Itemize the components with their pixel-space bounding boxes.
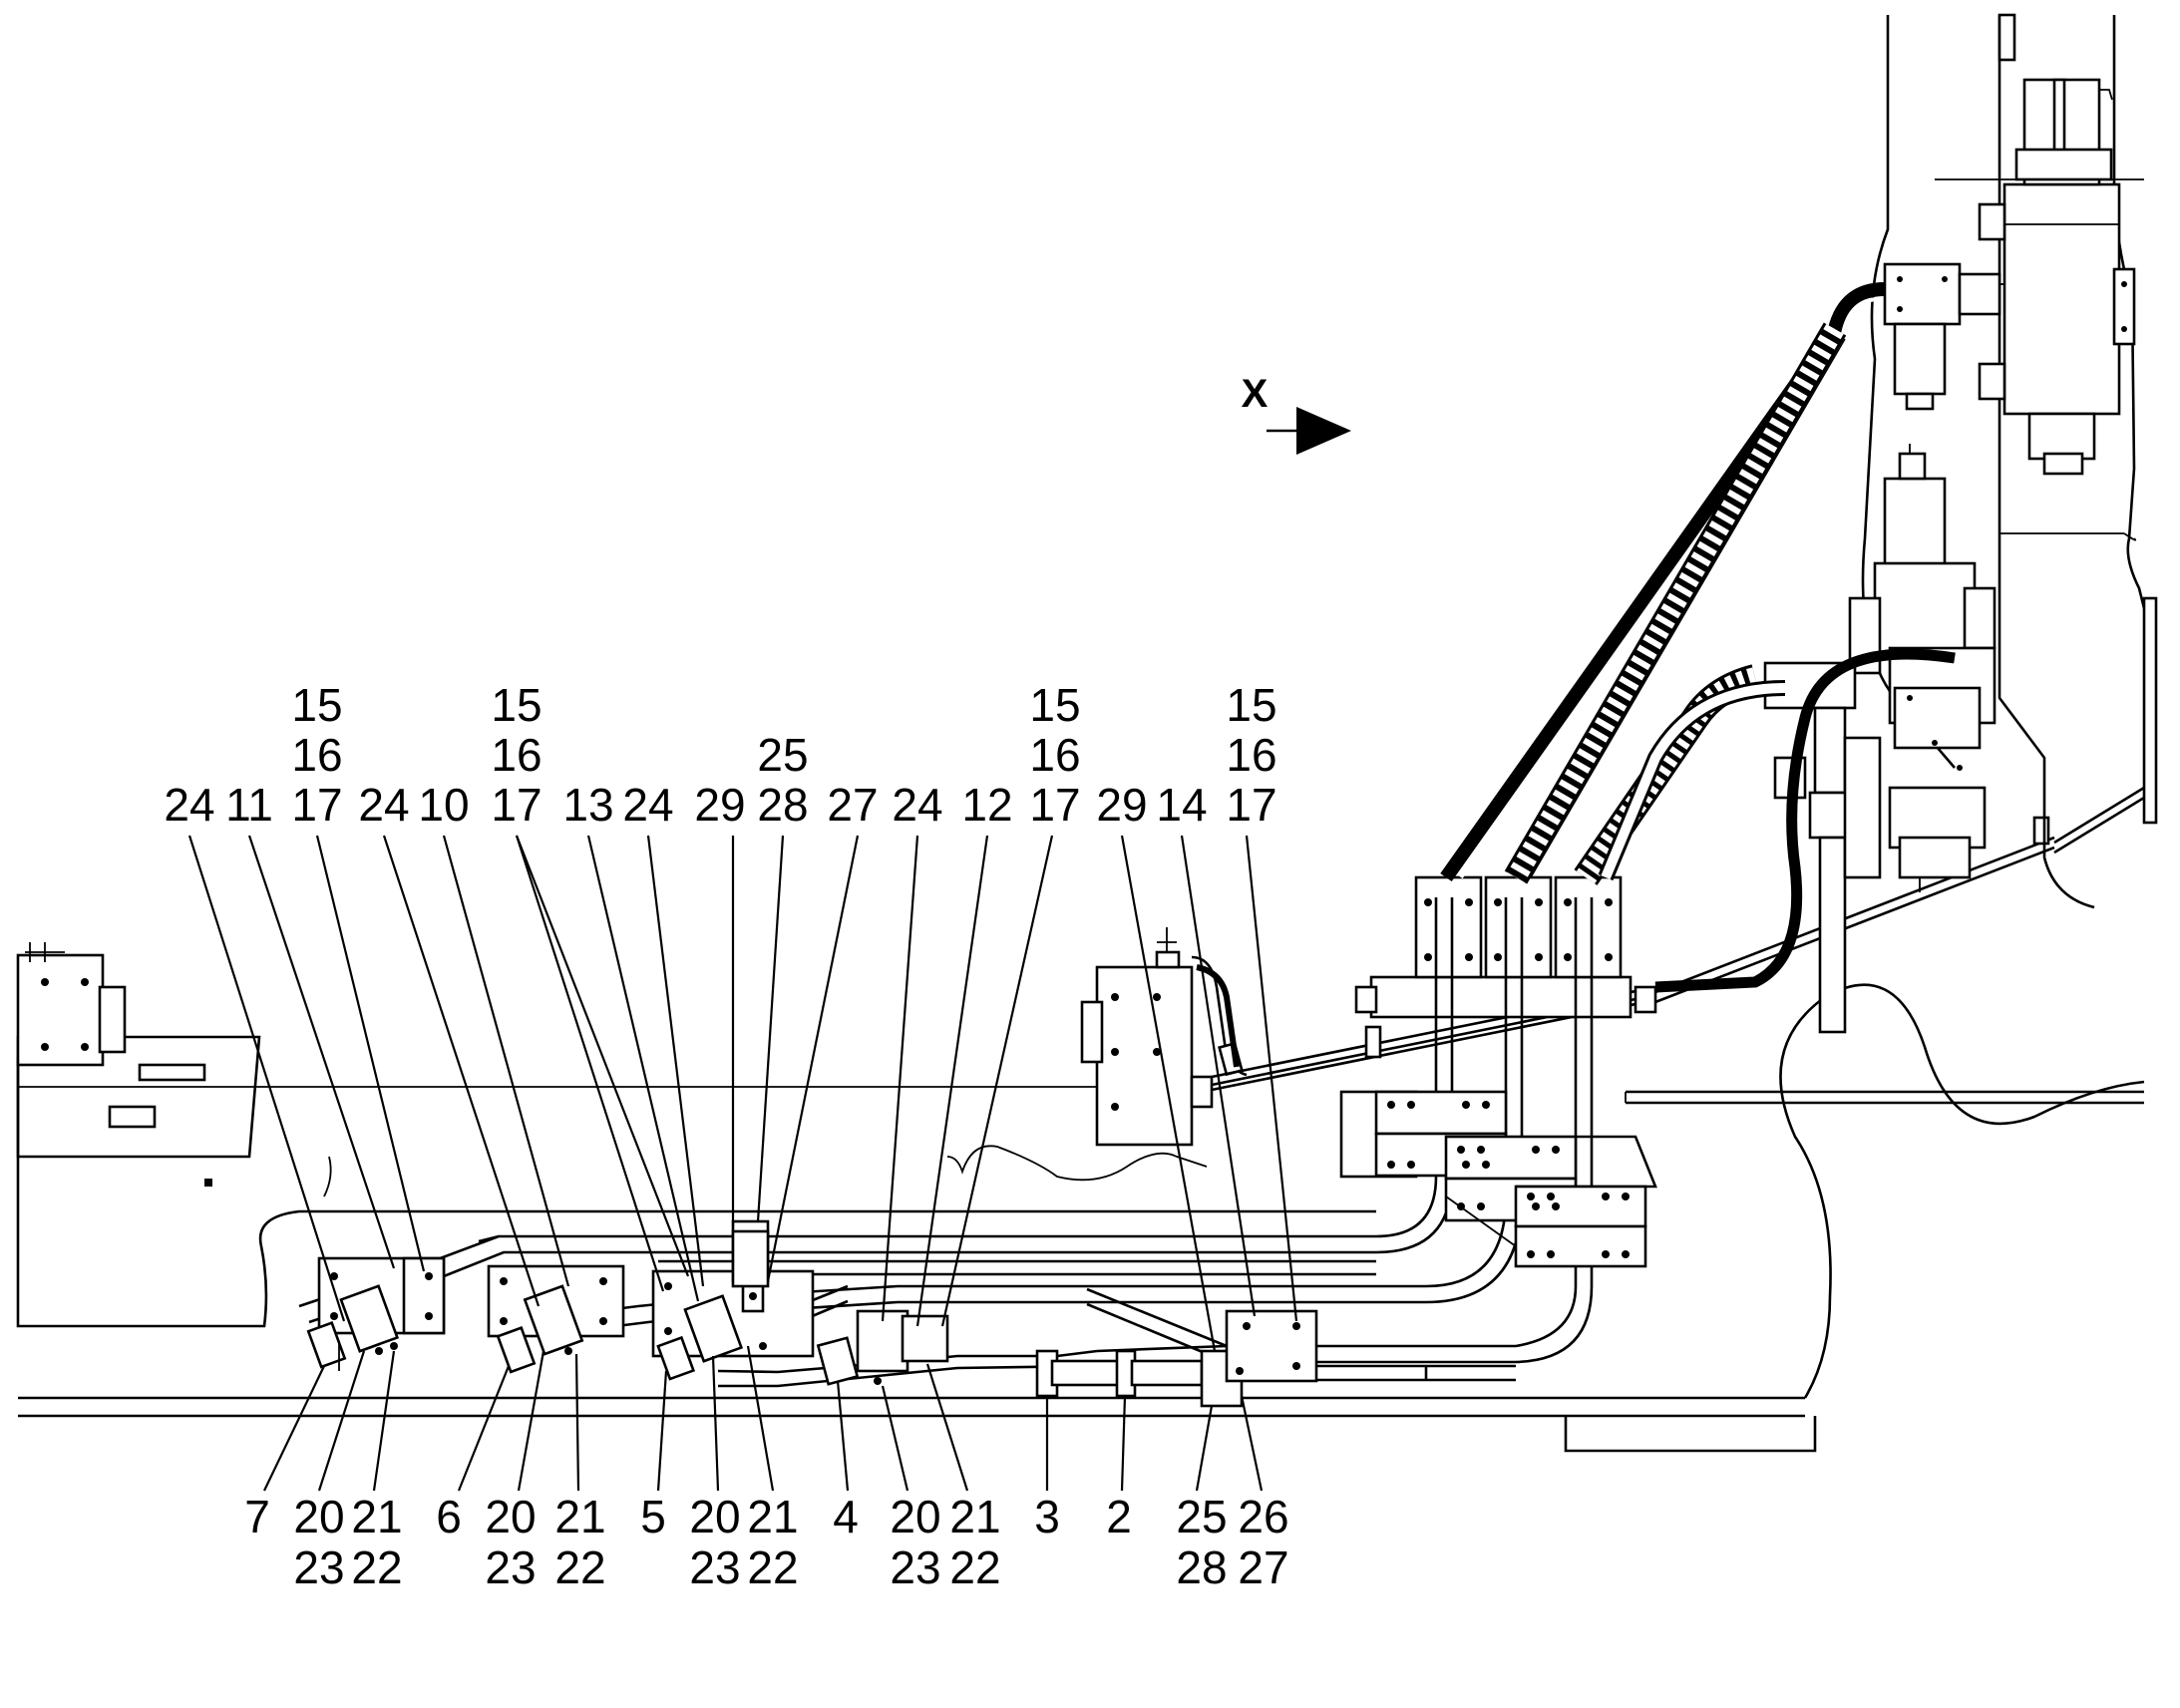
callout-15: 15: [291, 679, 342, 731]
callout-26: 26: [1238, 1491, 1288, 1542]
callout-14: 14: [1156, 779, 1207, 831]
callout-16: 16: [291, 729, 342, 781]
callout-21: 21: [554, 1491, 605, 1542]
pipe-clamps: [306, 1219, 1318, 1408]
callout-5: 5: [640, 1491, 666, 1542]
leader-lines: [187, 835, 1298, 1492]
callout-3: 3: [1034, 1491, 1060, 1542]
callout-21: 21: [747, 1491, 798, 1542]
callout-6: 6: [436, 1491, 462, 1542]
callout-23: 23: [293, 1541, 344, 1593]
arrow-right-icon: [1296, 407, 1351, 455]
callout-28: 28: [1176, 1541, 1227, 1593]
callout-10: 10: [418, 779, 469, 831]
callout-2: 2: [1106, 1491, 1132, 1542]
hoses: [1196, 282, 1956, 1068]
callout-20: 20: [485, 1491, 536, 1542]
callout-24: 24: [622, 779, 673, 831]
callout-20: 20: [689, 1491, 740, 1542]
callout-20: 20: [890, 1491, 940, 1542]
callout-16: 16: [491, 729, 542, 781]
callout-15: 15: [1029, 679, 1080, 731]
callout-29: 29: [694, 779, 745, 831]
callout-15: 15: [491, 679, 542, 731]
callout-11: 11: [225, 779, 273, 831]
direction-label: X: [1242, 372, 1269, 416]
callouts-top: 24 11 15 16 17 24 10 15 16 17 13 24 29 2…: [164, 679, 1276, 831]
callout-13: 13: [562, 779, 613, 831]
callout-29: 29: [1096, 779, 1147, 831]
callout-24: 24: [164, 779, 214, 831]
callout-23: 23: [689, 1541, 740, 1593]
callout-23: 23: [485, 1541, 536, 1593]
callout-22: 22: [554, 1541, 605, 1593]
callout-22: 22: [351, 1541, 402, 1593]
callouts-bottom: 7 20 23 21 22 6 20 23 21 22 5 20 23 21 2…: [244, 1491, 1288, 1593]
callout-27: 27: [827, 779, 878, 831]
callout-16: 16: [1226, 729, 1276, 781]
callout-17: 17: [1226, 779, 1276, 831]
callout-22: 22: [747, 1541, 798, 1593]
callout-22: 22: [949, 1541, 1000, 1593]
direction-marker: X: [1242, 372, 1351, 455]
callout-7: 7: [244, 1491, 270, 1542]
manifold-block: [1354, 875, 1657, 1019]
callout-20: 20: [293, 1491, 344, 1542]
callout-17: 17: [1029, 779, 1080, 831]
callout-17: 17: [491, 779, 542, 831]
callout-16: 16: [1029, 729, 1080, 781]
callout-25: 25: [1176, 1491, 1227, 1542]
callout-12: 12: [961, 779, 1012, 831]
callout-25: 25: [757, 729, 808, 781]
callout-27: 27: [1238, 1541, 1288, 1593]
callout-23: 23: [890, 1541, 940, 1593]
callout-17: 17: [291, 779, 342, 831]
callout-15: 15: [1226, 679, 1276, 731]
callout-24: 24: [358, 779, 409, 831]
machine-frame: [16, 13, 2158, 1453]
callout-28: 28: [757, 779, 808, 831]
callout-24: 24: [892, 779, 942, 831]
callout-21: 21: [949, 1491, 1000, 1542]
callout-21: 21: [351, 1491, 402, 1542]
callout-4: 4: [833, 1491, 859, 1542]
clamp-stack: [1339, 1090, 1657, 1268]
